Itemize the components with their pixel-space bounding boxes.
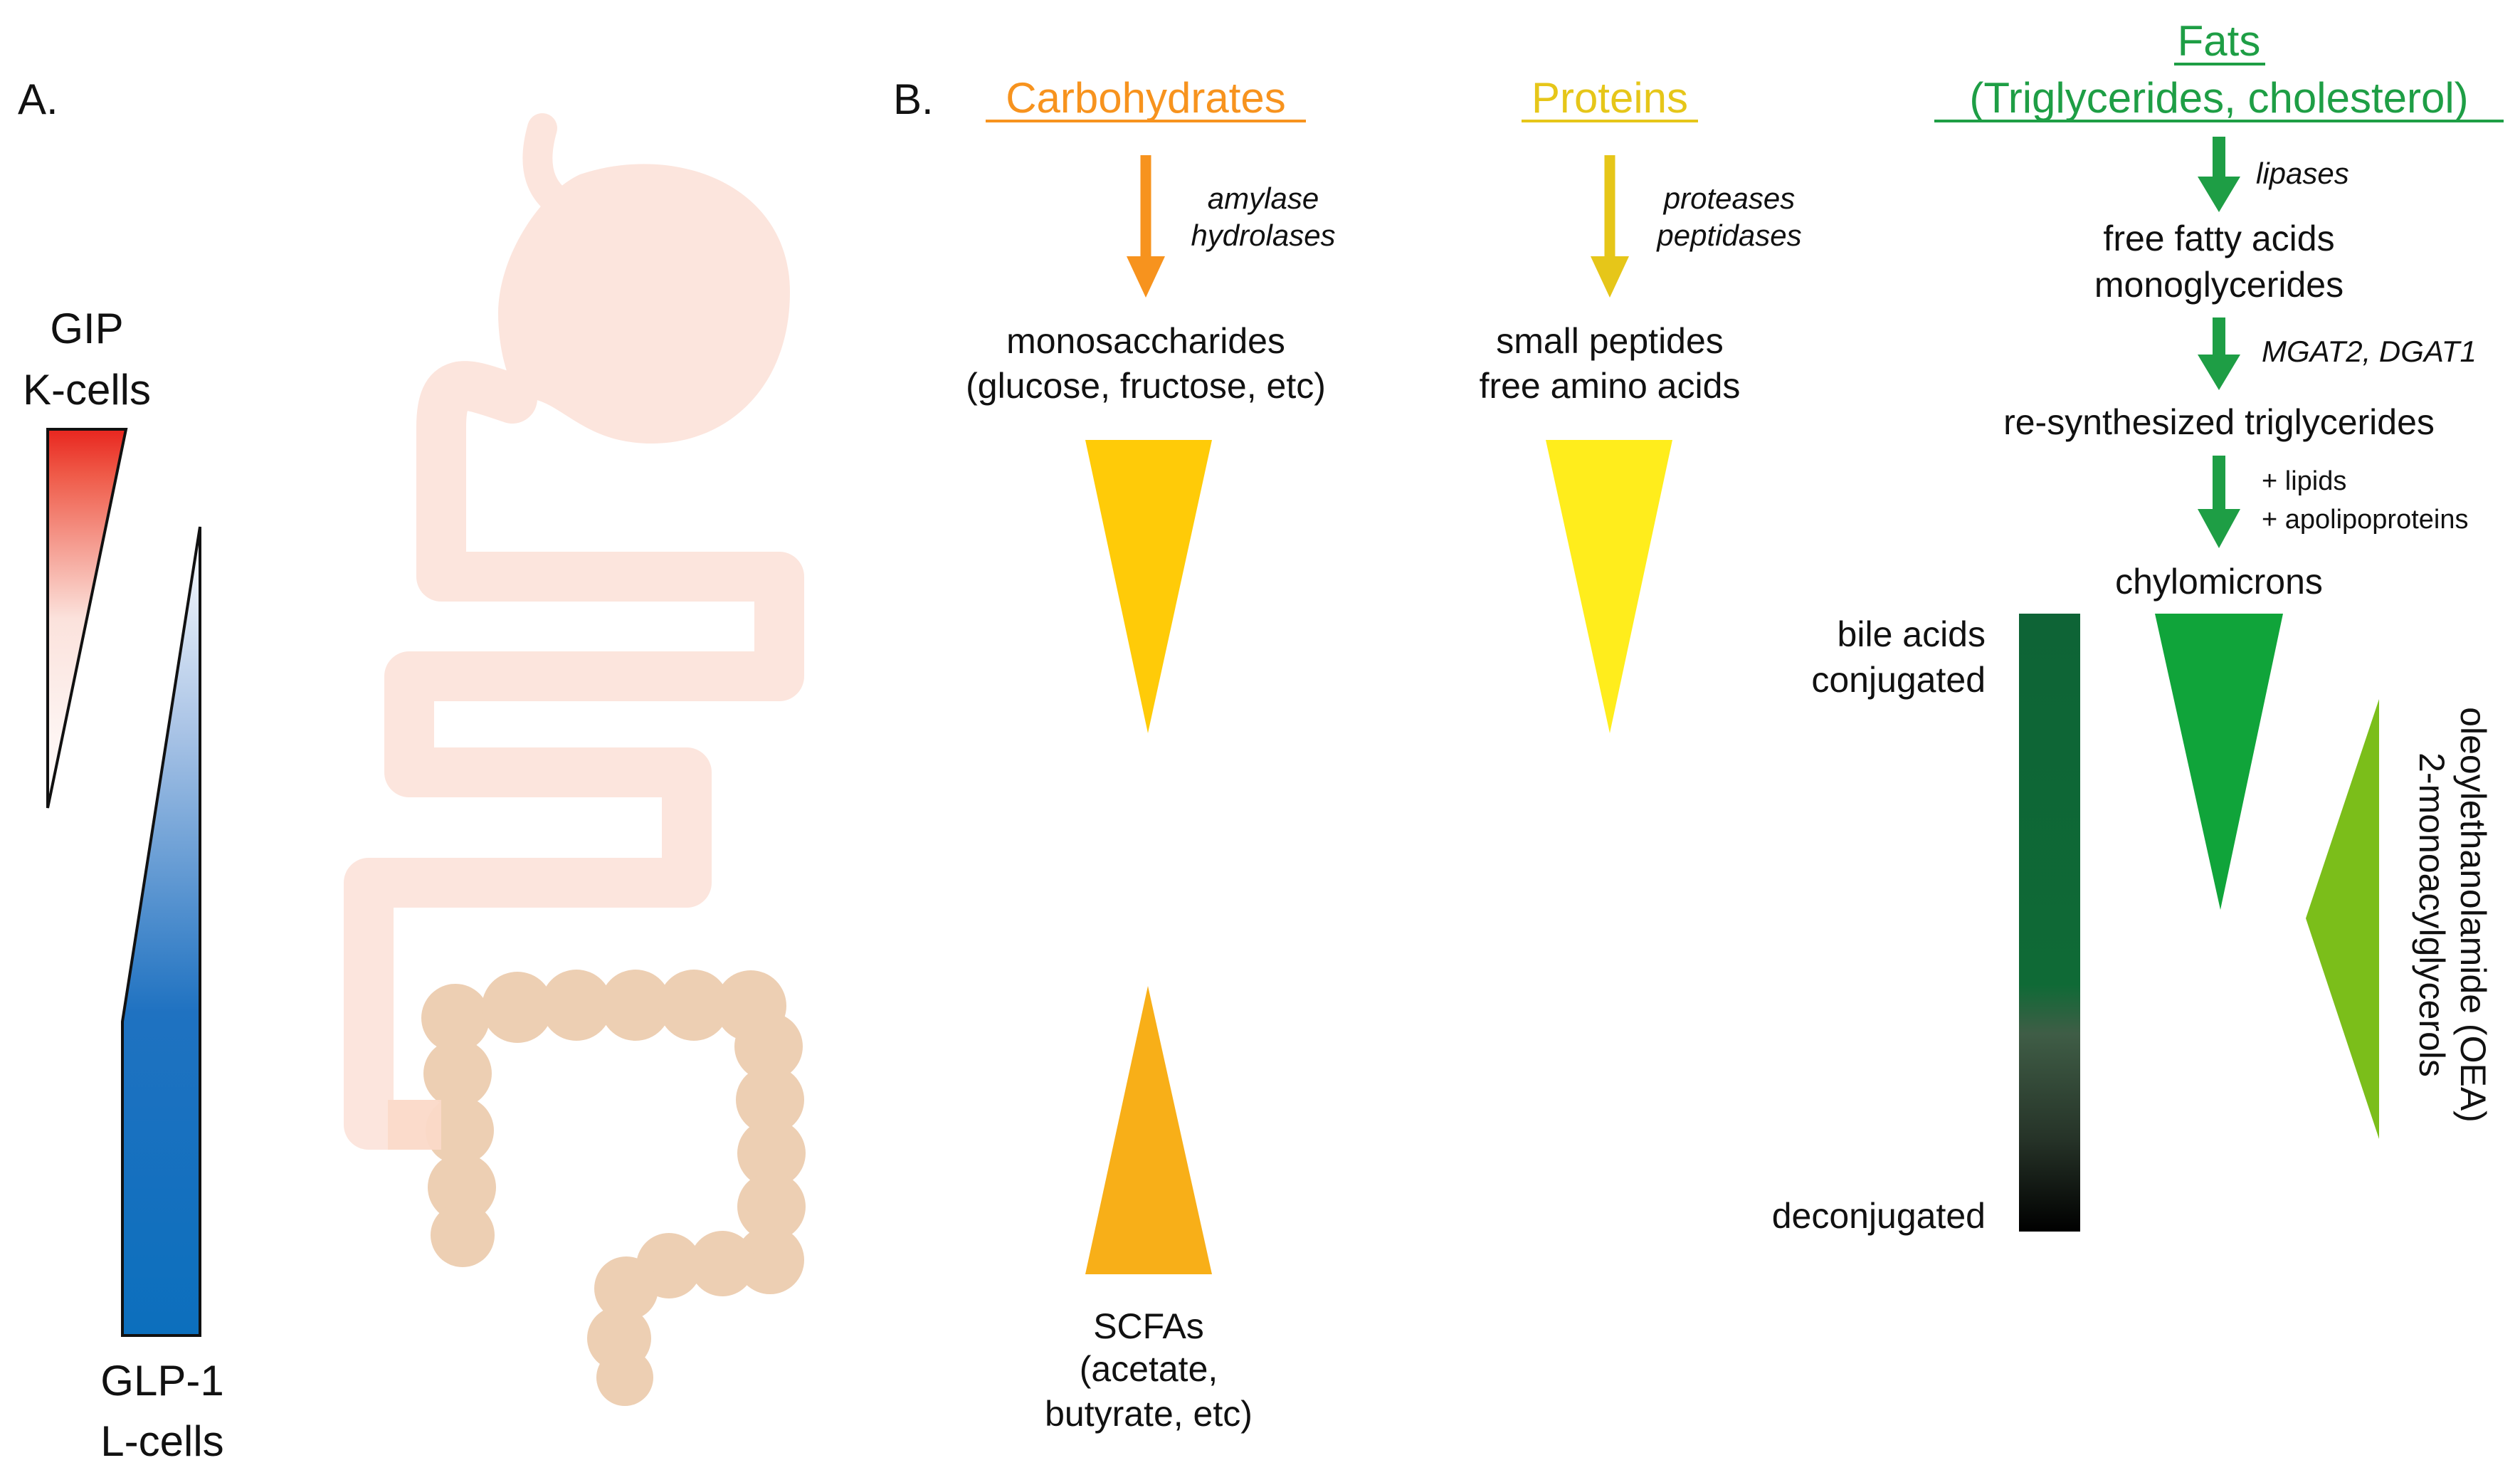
gip-label: GIP (50, 305, 123, 352)
oea-2mag-triangle (2306, 699, 2379, 1139)
proteins-decreasing-triangle (1546, 440, 1672, 733)
2mag-label: 2-monoacylglycerols (2412, 752, 2452, 1077)
fats-addition-lipids: + lipids (2262, 466, 2346, 496)
deconjugated-label: deconjugated (1772, 1196, 1986, 1236)
fats-arrow-1 (2198, 137, 2240, 212)
carbohydrates-arrow (1127, 155, 1165, 298)
fats-product-resynthesized-tg: re-synthesized triglycerides (2003, 402, 2435, 442)
fats-enzyme-lipases: lipases (2256, 157, 2349, 190)
proteins-product-1: small peptides (1496, 321, 1724, 361)
glp1-gradient-wedge (121, 526, 201, 1337)
glp1-label: GLP-1 (100, 1357, 223, 1405)
fats-subtitle: (Triglycerides, cholesterol) (1969, 74, 2468, 122)
fats-arrow-2 (2198, 317, 2240, 390)
carbohydrates-enzyme-1: amylase (1208, 182, 1319, 215)
proteins-product-2: free amino acids (1480, 366, 1741, 406)
carbohydrates-title: Carbohydrates (1006, 74, 1286, 122)
bile-acid-gradient-bar (2019, 614, 2080, 1232)
carbohydrates-decreasing-triangle (1085, 440, 1212, 733)
scfa-label-1: SCFAs (1093, 1306, 1204, 1346)
panel-a-label: A. (18, 75, 58, 123)
fats-product-monoglycerides: monoglycerides (2094, 265, 2344, 305)
gut-illustration (344, 113, 806, 1406)
conjugated-label: conjugated (1811, 660, 1986, 700)
bile-acids-label: bile acids (1838, 614, 1986, 654)
carbohydrates-enzyme-2: hydrolases (1191, 219, 1335, 252)
fats-title: Fats (2178, 17, 2261, 65)
proteins-arrow (1591, 155, 1629, 298)
fats-product-chylomicrons: chylomicrons (2115, 562, 2323, 602)
k-cells-label: K-cells (23, 366, 151, 414)
fats-product-ffa: free fatty acids (2103, 219, 2334, 258)
gip-gradient-wedge (46, 428, 128, 809)
fats-enzyme-mgat2-dgat1: MGAT2, DGAT1 (2262, 335, 2477, 368)
proteins-title: Proteins (1531, 74, 1688, 122)
proteins-enzyme-2: peptidases (1655, 219, 1801, 252)
carbohydrates-product-1: monosaccharides (1006, 321, 1285, 361)
chylomicrons-decreasing-triangle (2155, 614, 2283, 910)
scfa-label-3: butyrate, etc) (1045, 1394, 1253, 1434)
panel-b-label: B. (893, 75, 934, 123)
oea-label: oleoylethanolamide (OEA) (2453, 707, 2493, 1123)
scfa-increasing-triangle (1085, 986, 1212, 1274)
fats-addition-apolipoproteins: + apolipoproteins (2262, 505, 2469, 535)
carbohydrates-product-2: (glucose, fructose, etc) (966, 366, 1326, 406)
l-cells-label: L-cells (100, 1417, 223, 1465)
scfa-label-2: (acetate, (1080, 1349, 1218, 1389)
proteins-enzyme-1: proteases (1662, 182, 1795, 215)
fats-arrow-3 (2198, 456, 2240, 548)
